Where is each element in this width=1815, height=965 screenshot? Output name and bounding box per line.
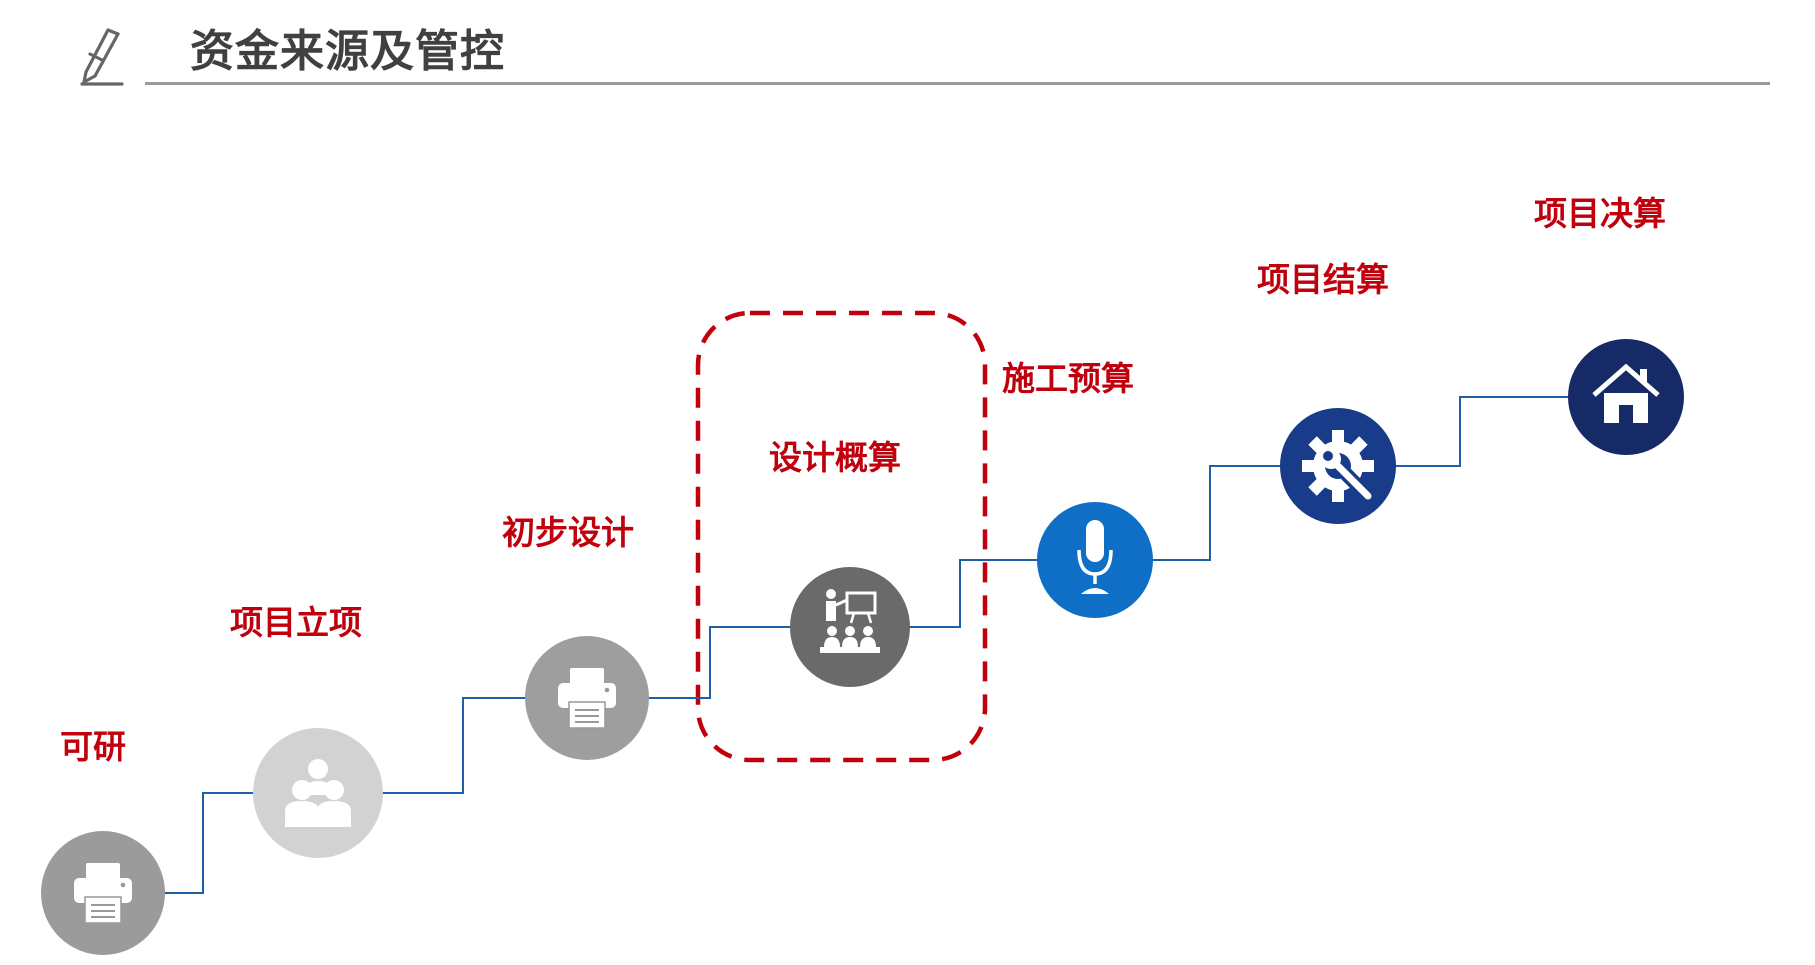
page-title: 资金来源及管控	[190, 26, 505, 77]
highlight-dashed-box	[695, 310, 988, 763]
printer-icon	[558, 668, 616, 729]
gear-wrench-icon	[1302, 430, 1375, 503]
microphone-icon	[1077, 520, 1113, 594]
stage-label: 项目决算	[1534, 194, 1666, 233]
stage-label: 初步设计	[502, 513, 634, 552]
presentation-icon	[820, 589, 880, 653]
title-underline	[145, 82, 1770, 85]
connector-segment	[1338, 396, 1626, 467]
stage-label: 项目结算	[1257, 260, 1389, 299]
stage-label: 项目立项	[230, 603, 362, 642]
printer-icon	[74, 863, 132, 924]
users-icon	[285, 759, 351, 827]
house-icon	[1592, 363, 1660, 423]
stage-label: 可研	[60, 727, 126, 766]
pencil-icon	[80, 28, 124, 86]
stage-label: 设计概算	[769, 438, 901, 477]
stage-label: 施工预算	[1002, 359, 1134, 398]
